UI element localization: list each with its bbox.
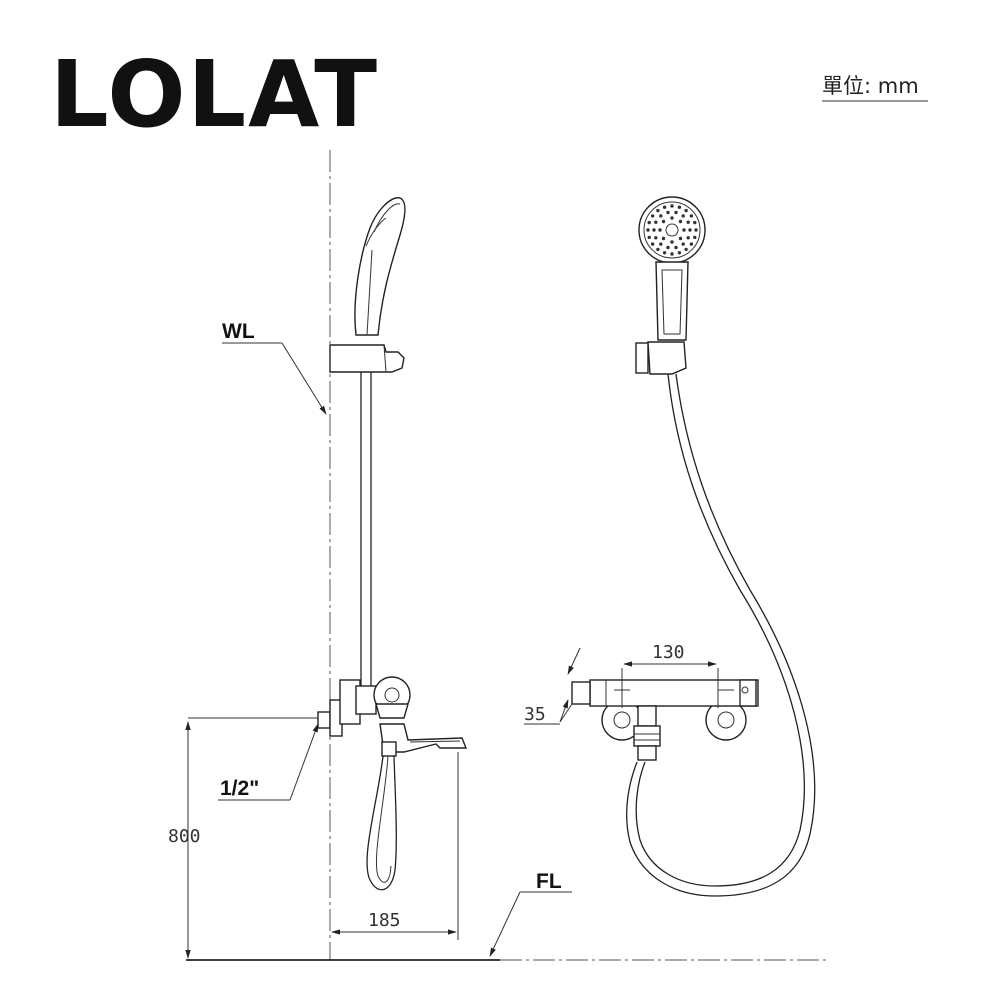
spray-nozzle <box>678 219 683 224</box>
height-dimension: 800 <box>168 826 201 847</box>
slide-holder-front <box>635 341 687 375</box>
spray-nozzle <box>693 235 697 240</box>
spray-nozzle <box>650 214 655 218</box>
spray-nozzle <box>654 236 658 240</box>
spray-nozzle <box>646 228 650 232</box>
spray-nozzle <box>686 236 690 240</box>
center-distance-dimension: 130 <box>652 642 685 663</box>
spray-nozzle <box>659 242 663 246</box>
shower-head-front <box>638 196 706 341</box>
spray-nozzle <box>652 228 656 232</box>
spray-nozzle <box>650 242 655 246</box>
wall-line-label: WL <box>222 320 255 343</box>
spray-nozzle <box>658 228 662 232</box>
spray-nozzle <box>661 236 666 241</box>
unit-label: 單位: mm <box>822 74 919 98</box>
spray-nozzle <box>693 220 697 225</box>
spray-nozzle <box>682 228 686 232</box>
spray-nozzle <box>681 214 685 218</box>
spray-nozzle <box>681 242 685 246</box>
spray-nozzle <box>670 252 674 256</box>
spray-nozzle <box>670 240 674 244</box>
spray-nozzle <box>674 210 678 215</box>
front-view: 130 35 <box>524 196 816 897</box>
spray-nozzle <box>662 205 667 209</box>
spray-nozzle <box>684 247 688 252</box>
spray-nozzle <box>689 214 694 218</box>
spray-nozzle <box>659 214 663 218</box>
spray-nozzle <box>666 245 670 250</box>
floor-line-label: FL <box>536 870 562 893</box>
hand-shower-side <box>354 197 406 336</box>
spray-nozzle <box>686 220 690 224</box>
spray-nozzle <box>666 210 670 215</box>
slide-holder-side <box>329 344 405 373</box>
spray-nozzle <box>670 204 674 208</box>
pipe-size-label: 1/2" <box>220 777 259 800</box>
spray-nozzle <box>647 220 651 225</box>
mixer-side <box>317 676 468 757</box>
spray-nozzle <box>656 208 660 213</box>
spray-nozzle <box>647 235 651 240</box>
spray-nozzle <box>674 245 678 250</box>
projection-dimension: 185 <box>368 910 401 931</box>
spray-nozzle <box>689 242 694 246</box>
body-offset-dimension: 35 <box>524 704 546 725</box>
spray-nozzle <box>670 216 674 220</box>
spray-nozzle <box>661 219 666 224</box>
spray-nozzle <box>677 205 682 209</box>
spray-nozzle <box>694 228 698 232</box>
spray-nozzle <box>688 228 692 232</box>
spray-nozzle <box>677 251 682 255</box>
spray-nozzle <box>684 208 688 213</box>
brand-logo: LOLAT <box>50 41 379 148</box>
spray-nozzle <box>662 251 667 255</box>
spray-nozzle <box>678 236 683 241</box>
side-view: WL 1/2" 800 185 FL <box>168 150 830 961</box>
spray-nozzle <box>654 220 658 224</box>
mixer-front <box>571 672 759 761</box>
spray-nozzle <box>656 247 660 252</box>
